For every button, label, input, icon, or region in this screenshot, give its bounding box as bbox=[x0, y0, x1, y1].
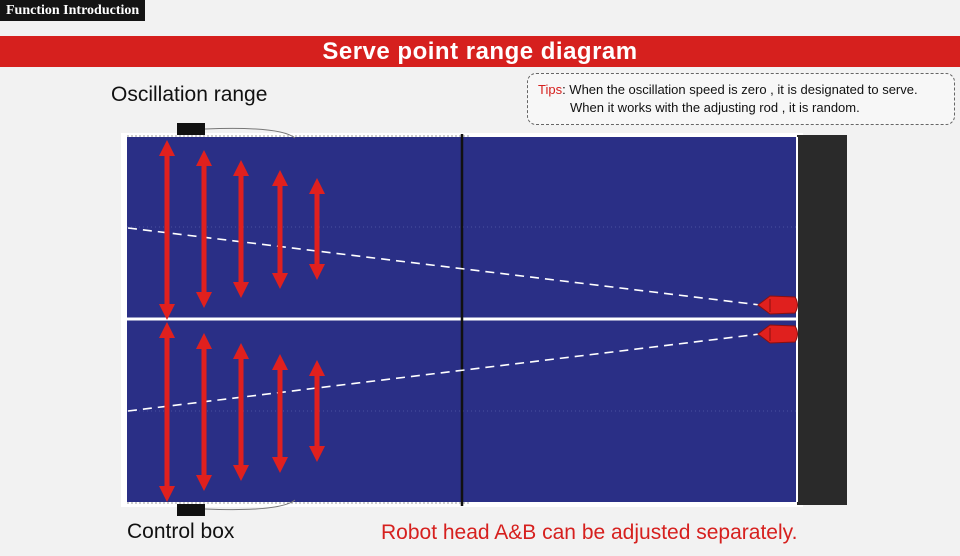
arrows-top-group bbox=[159, 140, 325, 320]
arrows-bottom-group bbox=[159, 322, 325, 502]
double-arrow-icon bbox=[159, 322, 175, 502]
robot-head-icon bbox=[757, 295, 798, 315]
control-box-icon bbox=[177, 504, 205, 516]
oscillation-range-label: Oscillation range bbox=[111, 83, 268, 106]
double-arrow-icon bbox=[196, 333, 212, 491]
page-title: Serve point range diagram bbox=[0, 36, 960, 67]
tips-line-2: When it works with the adjusting rod , i… bbox=[570, 100, 860, 115]
double-arrow-icon bbox=[159, 140, 175, 320]
double-arrow-icon bbox=[309, 360, 325, 462]
tips-line-1: Tips: When the oscillation speed is zero… bbox=[538, 81, 944, 99]
control-cable-top bbox=[204, 127, 296, 139]
robot-back-panel bbox=[797, 135, 847, 505]
robot-head-note: Robot head A&B can be adjusted separatel… bbox=[381, 521, 798, 544]
double-arrow-icon bbox=[272, 354, 288, 473]
tips-key: Tips bbox=[538, 82, 563, 97]
trajectory-line-b bbox=[127, 333, 761, 412]
double-arrow-icon bbox=[196, 150, 212, 308]
double-arrow-icon bbox=[309, 178, 325, 280]
double-arrow-icon bbox=[233, 343, 249, 481]
function-introduction-tag: Function Introduction bbox=[0, 0, 146, 21]
trajectory-line-a bbox=[127, 227, 761, 306]
tips-box: Tips: When the oscillation speed is zero… bbox=[527, 73, 955, 125]
control-box-icon bbox=[177, 123, 205, 135]
double-arrow-icon bbox=[272, 170, 288, 289]
robot-head-icon bbox=[757, 324, 798, 344]
tips-text-1: : When the oscillation speed is zero , i… bbox=[562, 82, 918, 97]
control-cable-bottom bbox=[204, 499, 296, 511]
double-arrow-icon bbox=[233, 160, 249, 298]
control-box-label: Control box bbox=[127, 520, 235, 543]
